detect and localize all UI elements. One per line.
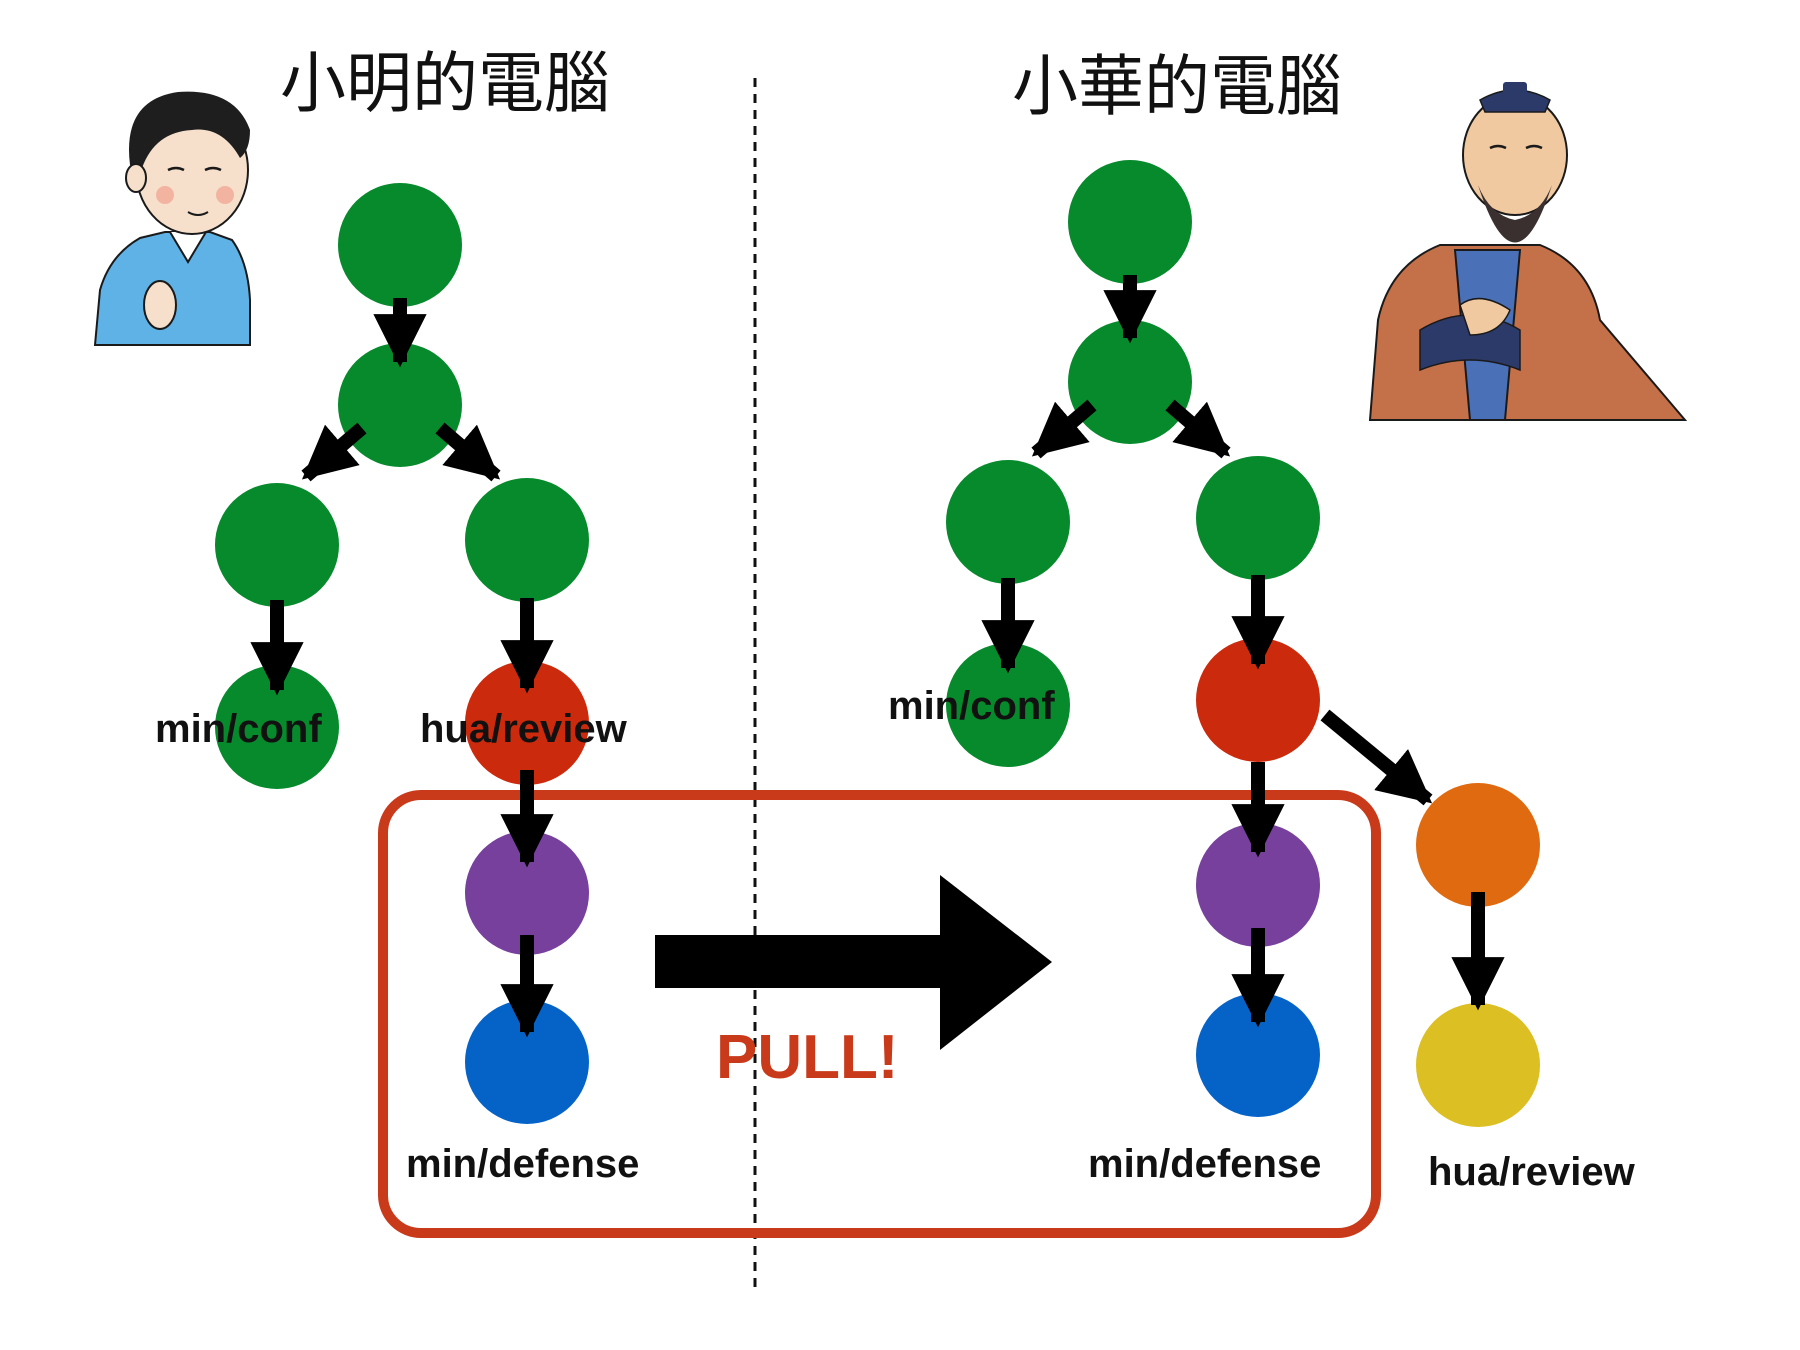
- left-label-hua-review: hua/review: [420, 707, 627, 751]
- left-commit-min-conf: [215, 665, 339, 789]
- arrow: [1031, 399, 1097, 459]
- left-arrows: [250, 298, 554, 1038]
- right-commit-red: [1196, 638, 1320, 762]
- pull-arrow: [655, 875, 1052, 1050]
- arrow: [1320, 709, 1433, 806]
- arrow: [435, 422, 501, 482]
- pull-label: PULL!: [716, 1023, 899, 1092]
- right-label-min-conf: min/conf: [888, 684, 1055, 728]
- left-commit-root: [338, 183, 462, 307]
- right-commit-orange: [1416, 783, 1540, 907]
- right-commit-root: [1068, 160, 1192, 284]
- left-commit-branch-a: [215, 483, 339, 607]
- right-commit-tree: [946, 160, 1540, 1127]
- right-commit-min-conf: [946, 643, 1070, 767]
- left-label-min-defense: min/defense: [406, 1142, 640, 1186]
- pulled-commits-frame: [378, 790, 1381, 1238]
- right-commit-branch-b: [1196, 456, 1320, 580]
- left-commit-2: [338, 343, 462, 467]
- right-commit-branch-a: [946, 460, 1070, 584]
- left-label-min-conf: min/conf: [155, 707, 322, 751]
- right-label-hua-review: hua/review: [1428, 1150, 1635, 1194]
- left-commit-hua-review: [465, 661, 589, 785]
- arrow: [301, 422, 367, 482]
- confucius-illustration-icon: [1368, 82, 1688, 421]
- left-commit-branch-b: [465, 478, 589, 602]
- left-computer-title: 小明的電腦: [280, 45, 610, 122]
- left-commit-min-defense: [465, 1000, 589, 1124]
- boy-illustration-icon: [93, 91, 251, 346]
- right-label-min-defense: min/defense: [1088, 1142, 1322, 1186]
- right-computer-title: 小華的電腦: [1012, 48, 1342, 125]
- right-arrows: [981, 275, 1505, 1028]
- right-commit-purple: [1196, 823, 1320, 947]
- right-commit-min-defense: [1196, 993, 1320, 1117]
- left-commit-purple: [465, 831, 589, 955]
- right-commit-hua-review: [1416, 1003, 1540, 1127]
- right-commit-2: [1068, 320, 1192, 444]
- left-commit-tree: [215, 183, 589, 1124]
- arrow: [1165, 399, 1231, 459]
